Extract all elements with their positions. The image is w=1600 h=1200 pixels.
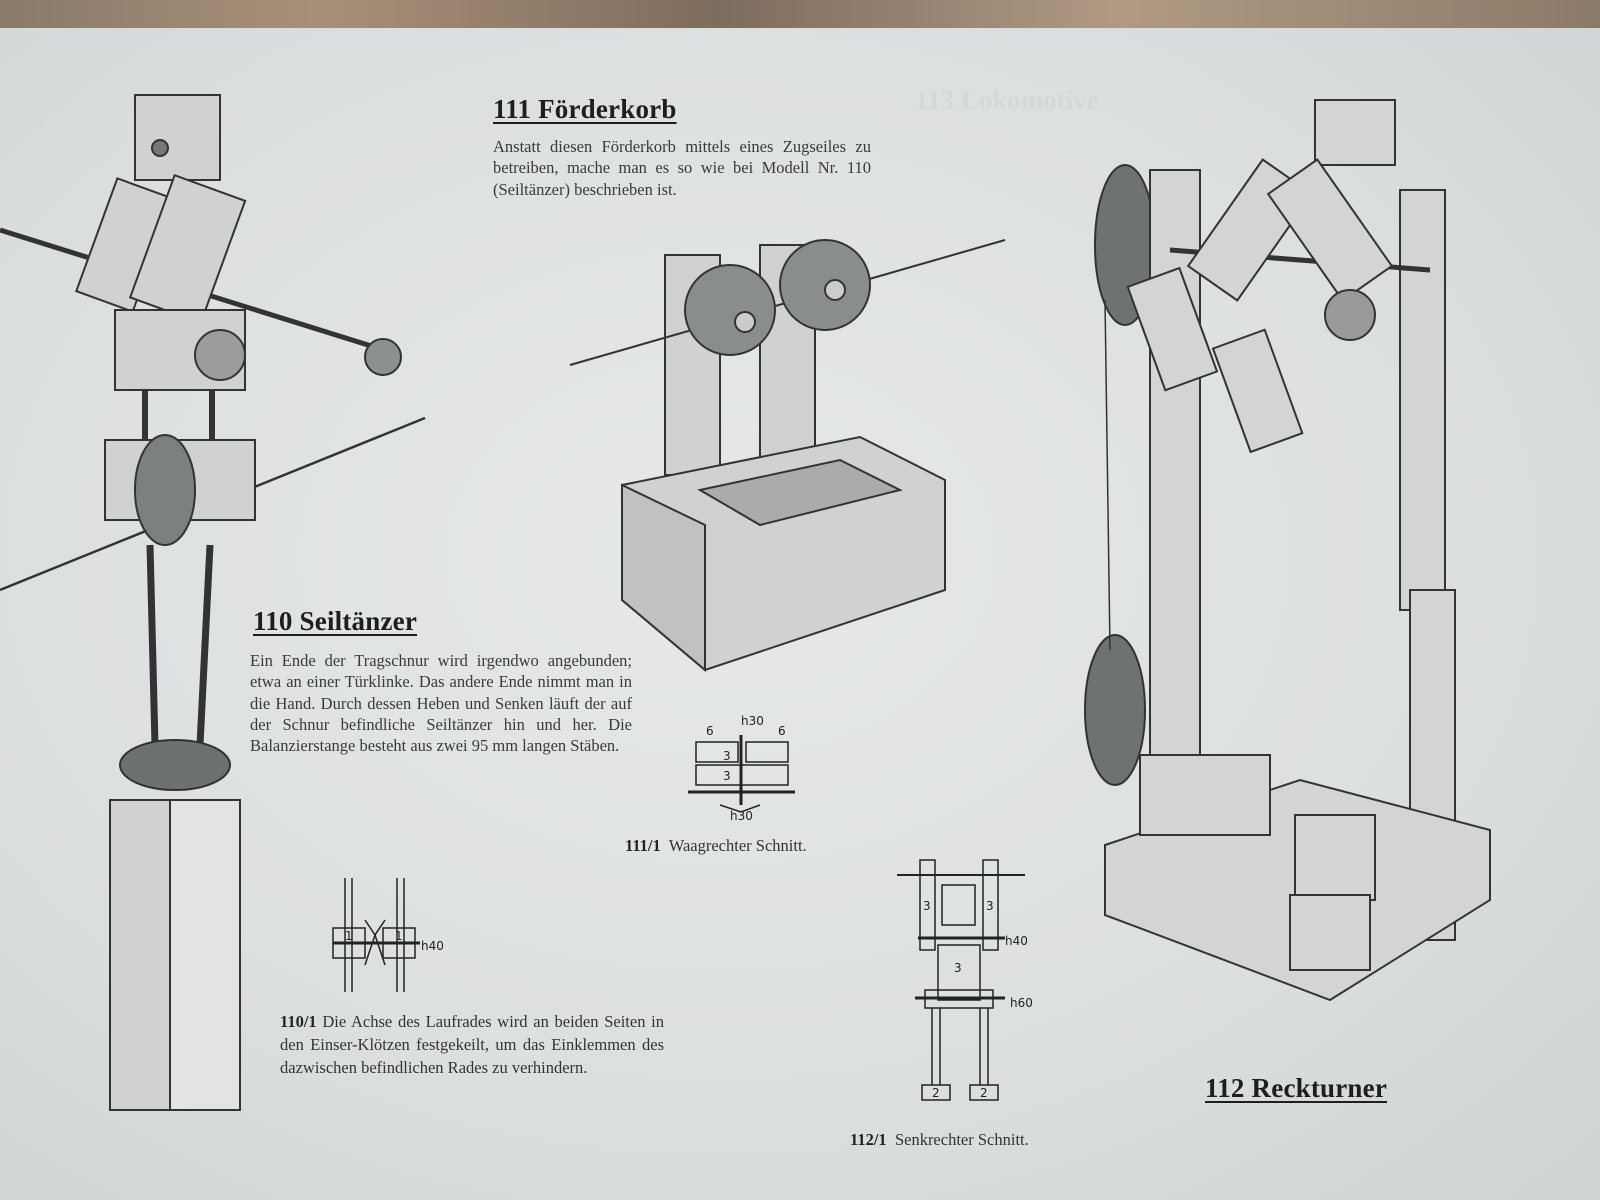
- caption-text: Senkrechter Schnitt.: [894, 1130, 1029, 1149]
- label-axle: h40: [421, 939, 444, 953]
- label-block-left: 1: [345, 929, 353, 943]
- illustration-seiltaenzer: [0, 94, 426, 1111]
- label-right: 3: [986, 899, 994, 913]
- label-axle-bottom: h60: [1010, 996, 1033, 1010]
- label-mid-top: 3: [723, 749, 731, 763]
- figure-number: 112/1: [850, 1130, 887, 1149]
- label-foot-right: 2: [980, 1086, 988, 1100]
- caption-text: Die Achse des Laufrades wird an beiden S…: [280, 1012, 664, 1077]
- label-block-right: 1: [395, 929, 403, 943]
- label-mid-bottom: 3: [723, 769, 731, 783]
- label-top: h30: [741, 714, 764, 728]
- label-foot-left: 2: [932, 1086, 940, 1100]
- label-left: 6: [706, 724, 714, 738]
- text-111: Anstatt diesen Förderkorb mittels eines …: [493, 137, 871, 199]
- figure-number: 110/1: [280, 1012, 317, 1031]
- bleed-through-heading: 113 Lokomotive: [915, 85, 1099, 115]
- label-body: 3: [954, 961, 962, 975]
- caption-text: Waagrechter Schnitt.: [668, 836, 807, 855]
- label-axle-top: h40: [1005, 934, 1028, 948]
- figure-number: 111/1: [625, 836, 661, 855]
- caption-111-1: 111/1 Waagrechter Schnitt.: [625, 836, 807, 856]
- label-bottom: h30: [730, 809, 753, 823]
- diagram-112-1: 3 3 h40 3 h60 2 2: [897, 859, 1033, 1101]
- illustration-foerderkorb: [569, 239, 1006, 673]
- text-110: Ein Ende der Tragschnur wird irgendwo an…: [250, 651, 632, 756]
- label-left: 3: [923, 899, 931, 913]
- diagram-111-1: 6 h30 6 3 3 h30: [688, 714, 795, 823]
- heading-112: 112 Reckturner: [1205, 1073, 1388, 1103]
- caption-112-1: 112/1 Senkrechter Schnitt.: [850, 1130, 1029, 1150]
- caption-110-1: 110/1 Die Achse des Laufrades wird an be…: [280, 1010, 664, 1079]
- label-right: 6: [778, 724, 786, 738]
- diagram-110-1: 1 1 h40: [332, 878, 444, 992]
- heading-111: 111 Förderkorb: [493, 94, 677, 124]
- illustration-reckturner: [1084, 99, 1491, 1002]
- heading-110: 110 Seiltänzer: [253, 606, 418, 636]
- background-carpet: [0, 0, 1600, 32]
